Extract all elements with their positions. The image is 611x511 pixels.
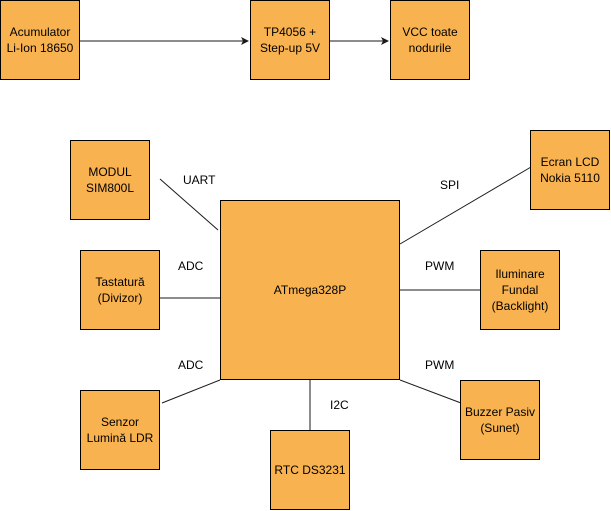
- mcu-node: ATmega328P: [220, 200, 400, 380]
- edge-sim800l-mcu: [159, 178, 219, 231]
- battery-node: Acumulator Li-Ion 18650: [0, 0, 80, 80]
- lcd-node: Ecran LCD Nokia 5110: [530, 130, 610, 210]
- uart-label: UART: [183, 173, 216, 187]
- charger-stepup-node: TP4056 + Step-up 5V: [250, 0, 330, 80]
- pwm-backlight-label: PWM: [425, 259, 455, 273]
- rtc-node: RTC DS3231: [270, 430, 350, 510]
- vcc-node: VCC toate nodurile: [390, 0, 470, 80]
- pwm-buzzer-label: PWM: [425, 358, 455, 372]
- keypad-node: Tastatură (Divizor): [80, 250, 160, 330]
- i2c-label: I2C: [330, 398, 349, 412]
- edge-mcu-buzzer: [399, 379, 462, 404]
- edge-mcu-lcd: [399, 166, 532, 245]
- adc-ldr-label: ADC: [178, 358, 204, 372]
- sim800l-node: MODUL SIM800L: [70, 140, 150, 220]
- buzzer-node: Buzzer Pasiv (Sunet): [460, 380, 540, 460]
- spi-label: SPI: [440, 178, 460, 192]
- backlight-node: Iluminare Fundal (Backlight): [480, 250, 560, 330]
- ldr-sensor-node: Senzor Lumină LDR: [80, 390, 160, 470]
- adc-keypad-label: ADC: [178, 259, 204, 273]
- edge-ldr-mcu: [161, 379, 221, 404]
